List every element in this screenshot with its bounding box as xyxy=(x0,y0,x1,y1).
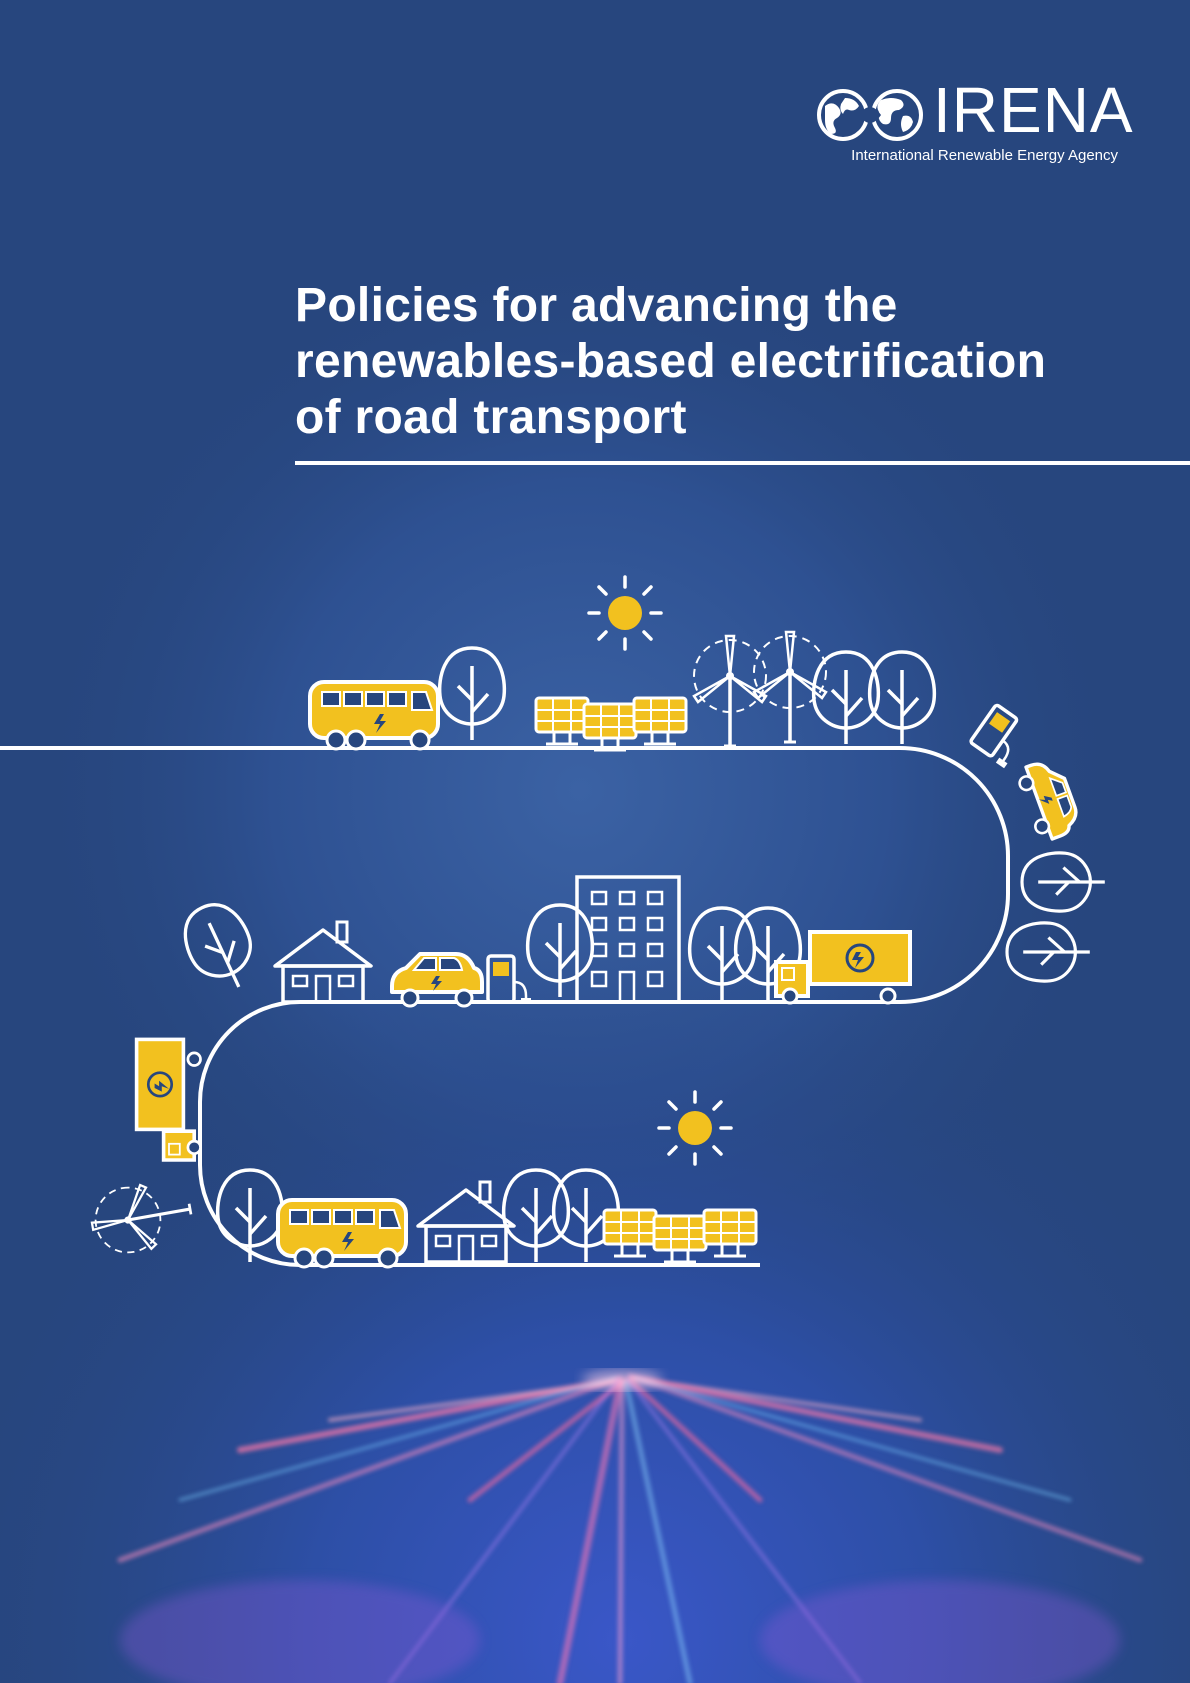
irena-logo: IRENA International Renewable Energy Age… xyxy=(815,78,1133,174)
solar-panel-icon xyxy=(582,702,638,752)
house-icon xyxy=(273,920,373,1004)
tree-icon xyxy=(525,903,595,999)
sun-icon xyxy=(587,575,663,651)
title-line-3: of road transport xyxy=(295,391,687,444)
office-building-icon xyxy=(575,875,681,1004)
wind-turbine-icon xyxy=(85,1175,198,1260)
title-line-2: renewables-based electrification xyxy=(295,335,1047,388)
title-line-1: Policies for advancing the xyxy=(295,279,898,332)
solar-panel-icon xyxy=(652,1214,708,1264)
tree-icon xyxy=(172,893,269,1002)
tree-icon xyxy=(1020,851,1107,913)
title-divider xyxy=(295,461,1190,465)
electric-bus-icon xyxy=(276,1198,408,1269)
sun-icon xyxy=(657,1090,733,1166)
solar-panel-icon xyxy=(632,696,688,746)
electric-car-icon xyxy=(390,952,484,1008)
electric-truck-icon xyxy=(134,1037,203,1162)
road-line xyxy=(0,746,1010,1267)
brand-full-name: International Renewable Energy Agency xyxy=(851,147,1118,164)
brand-name: IRENA xyxy=(933,74,1134,146)
tree-icon xyxy=(215,1168,285,1264)
charging-station-icon xyxy=(967,702,1034,771)
solar-panel-icon xyxy=(602,1208,658,1258)
solar-panel-icon xyxy=(702,1208,758,1258)
house-icon xyxy=(416,1180,516,1264)
electric-truck-icon xyxy=(774,930,912,1005)
electric-bus-icon xyxy=(308,680,440,751)
globe-infinity-logo-icon xyxy=(817,89,923,141)
tree-icon xyxy=(437,646,507,742)
report-title: Policies for advancing the renewables-ba… xyxy=(295,278,1175,446)
charging-station-icon xyxy=(486,954,533,1006)
tree-icon xyxy=(1005,921,1092,983)
solar-panel-icon xyxy=(534,696,590,746)
electric-car-icon xyxy=(1013,754,1085,845)
